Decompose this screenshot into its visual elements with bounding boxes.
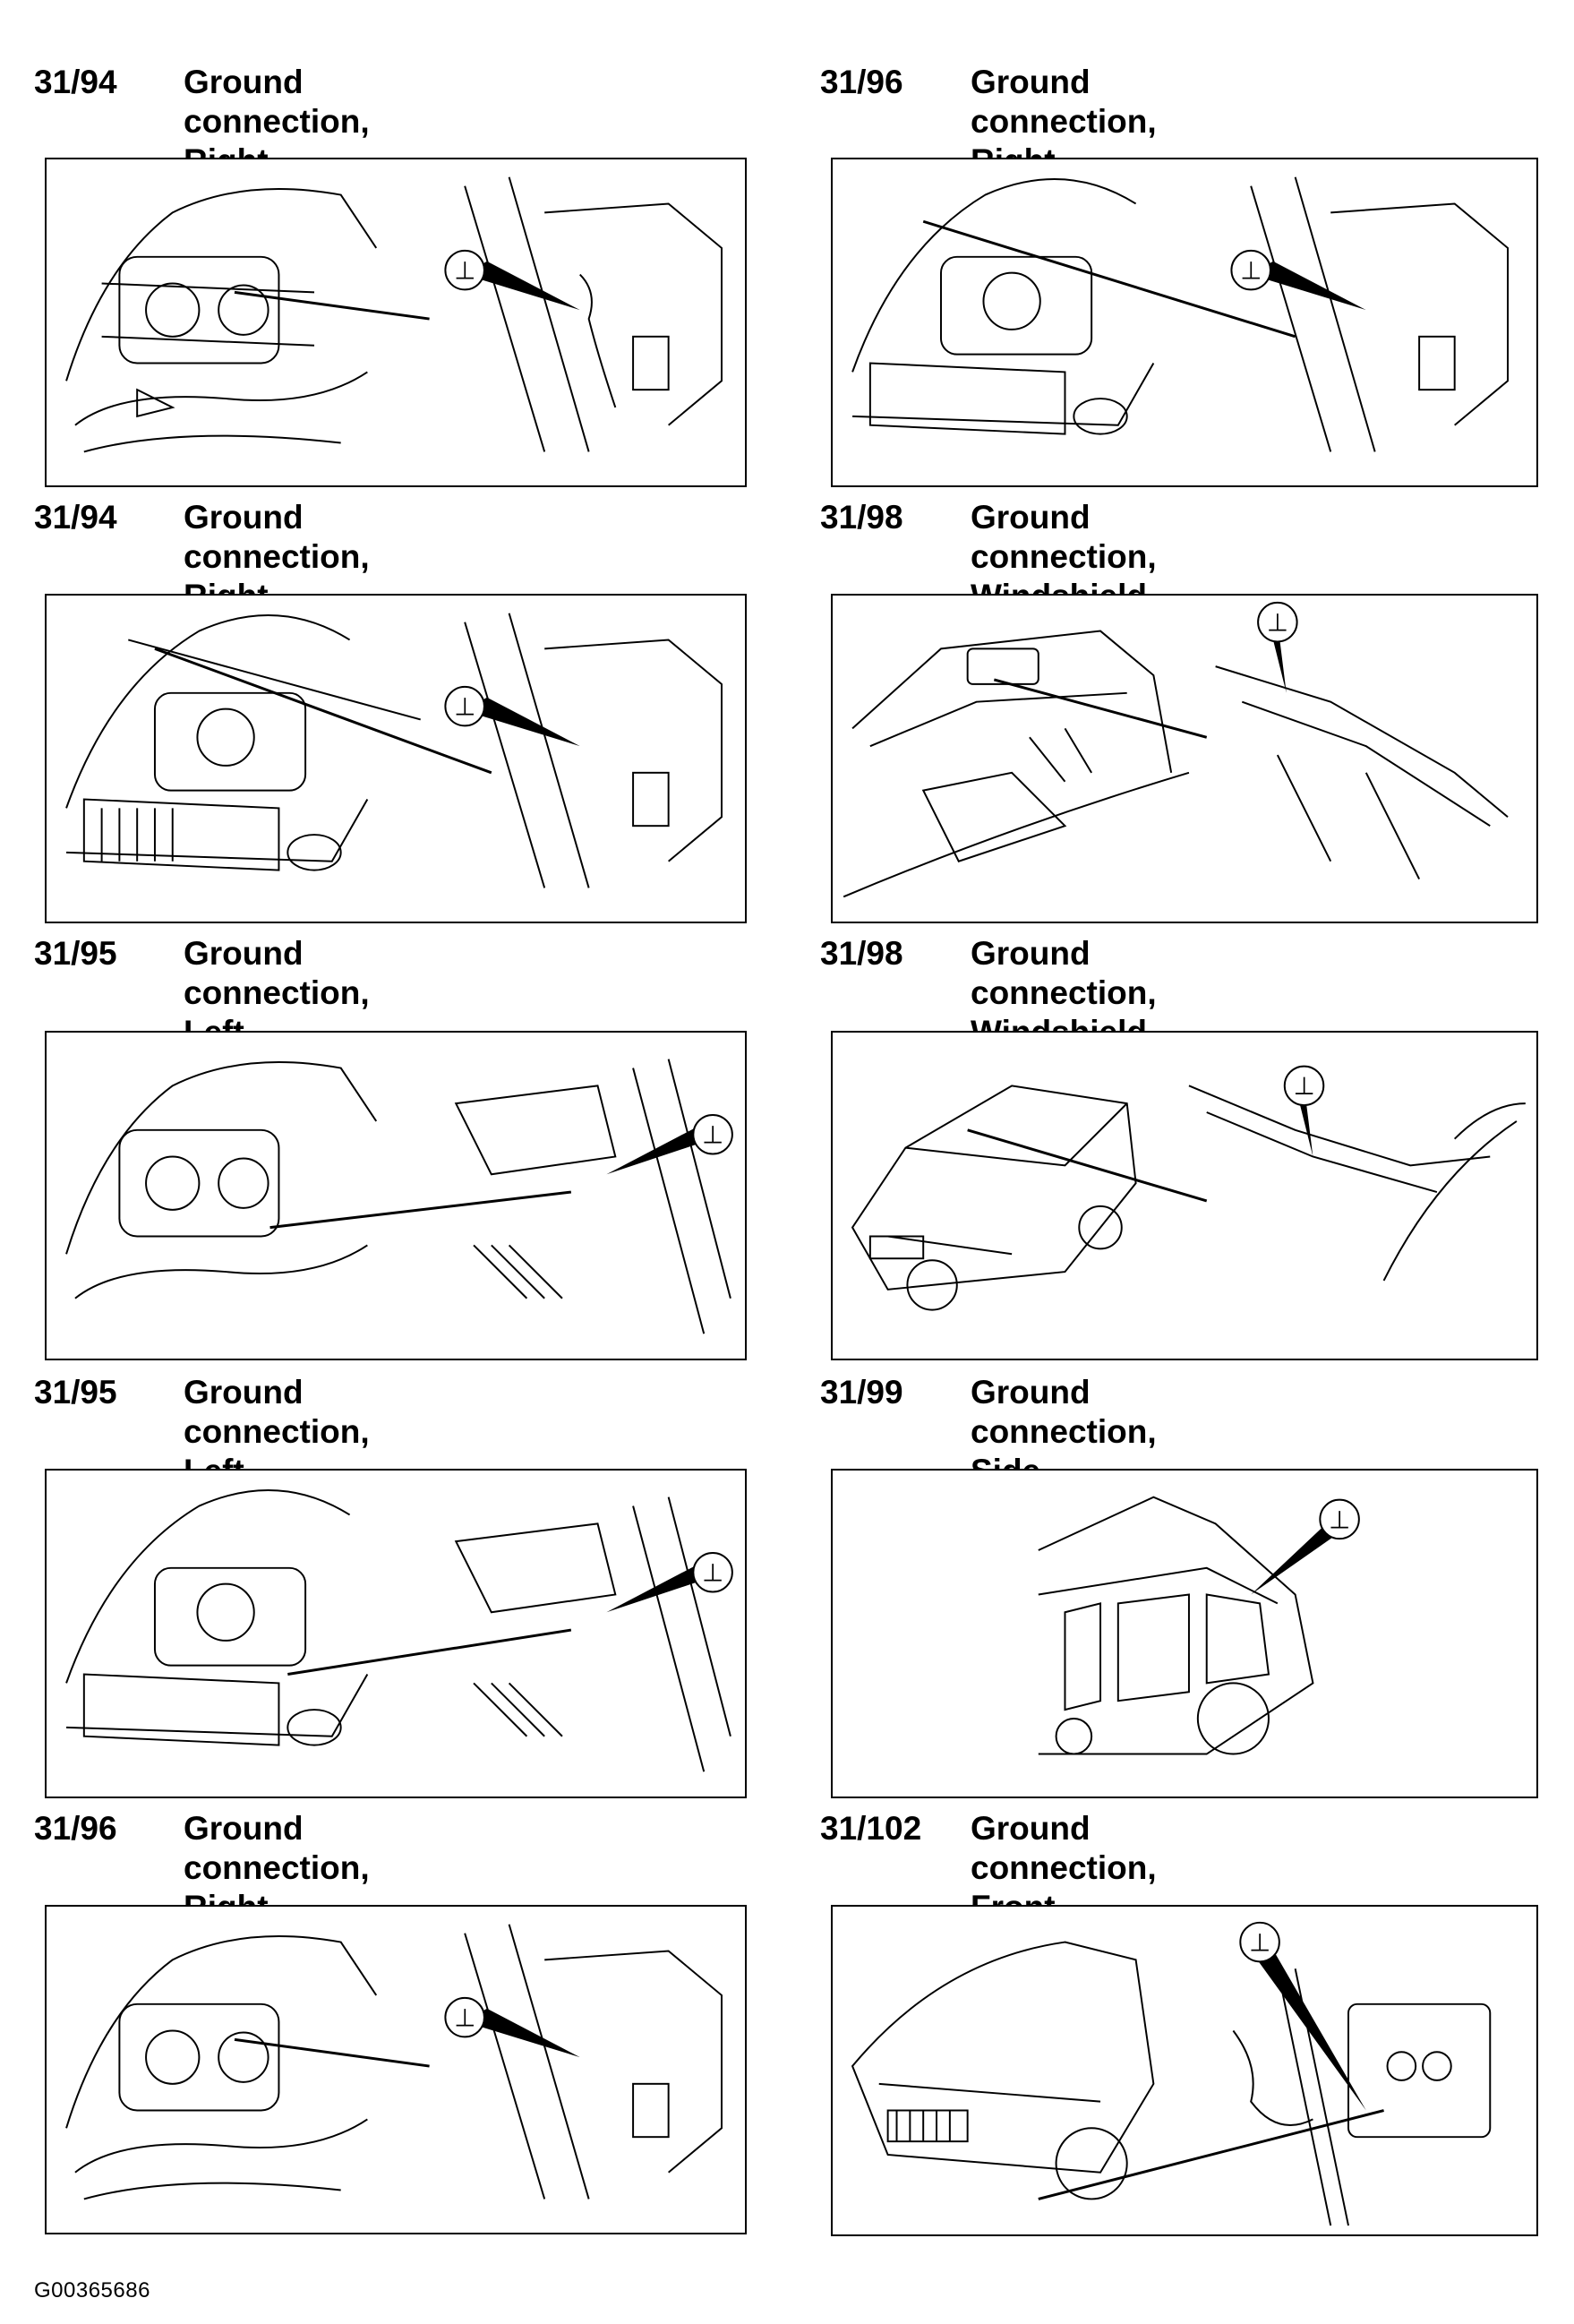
section-code: 31/98	[820, 935, 903, 972]
ground-symbol-icon: ⊥	[1240, 256, 1262, 286]
suv-illustration: ⊥	[851, 1065, 1526, 1311]
section-code: 31/96	[820, 64, 903, 100]
ground-symbol-icon: ⊥	[1293, 1071, 1314, 1101]
ground-symbol-icon: ⊥	[1267, 608, 1288, 638]
engine-bay-illustration: ⊥	[851, 176, 1510, 452]
illustration-frame-4: ⊥	[831, 594, 1538, 923]
windshield-illustration: ⊥	[843, 601, 1509, 898]
section-code: 31/94	[34, 499, 117, 536]
illustration-frame-10: ⊥	[831, 1905, 1538, 2236]
ground-symbol-icon: ⊥	[454, 692, 475, 722]
section-code: 31/102	[820, 1810, 922, 1847]
ground-symbol-icon: ⊥	[702, 1558, 723, 1588]
engine-bay-illustration: ⊥	[65, 1489, 733, 1772]
illustration-frame-7: ⊥	[45, 1469, 747, 1798]
section-code: 31/94	[34, 64, 117, 100]
illustration-frame-8: ⊥	[831, 1469, 1538, 1798]
engine-bay-illustration: ⊥	[65, 176, 723, 453]
ground-symbol-icon: ⊥	[1249, 1927, 1270, 1957]
section-code: 31/99	[820, 1374, 903, 1411]
document-id: G00365686	[34, 2278, 150, 2303]
ground-symbol-icon: ⊥	[454, 256, 475, 286]
ground-symbol-icon: ⊥	[1329, 1505, 1350, 1534]
engine-bay-illustration: ⊥	[65, 1924, 723, 2200]
engine-bay-illustration: ⊥	[65, 1059, 733, 1334]
section-code: 31/96	[34, 1810, 117, 1847]
section-code: 31/98	[820, 499, 903, 536]
wagon-side-illustration: ⊥	[1038, 1496, 1360, 1755]
section-code: 31/95	[34, 1374, 117, 1411]
front-member-illustration: ⊥	[851, 1921, 1492, 2226]
illustration-frame-1: ⊥	[45, 158, 747, 487]
illustration-frame-6: ⊥	[831, 1031, 1538, 1360]
illustration-frame-2: ⊥	[831, 158, 1538, 487]
illustration-frame-9: ⊥	[45, 1905, 747, 2234]
section-code: 31/95	[34, 935, 117, 972]
illustration-frame-3: ⊥	[45, 594, 747, 923]
ground-symbol-icon: ⊥	[702, 1120, 723, 1150]
ground-symbol-icon: ⊥	[454, 2003, 475, 2033]
engine-bay-illustration: ⊥	[65, 613, 723, 888]
illustration-frame-5: ⊥	[45, 1031, 747, 1360]
